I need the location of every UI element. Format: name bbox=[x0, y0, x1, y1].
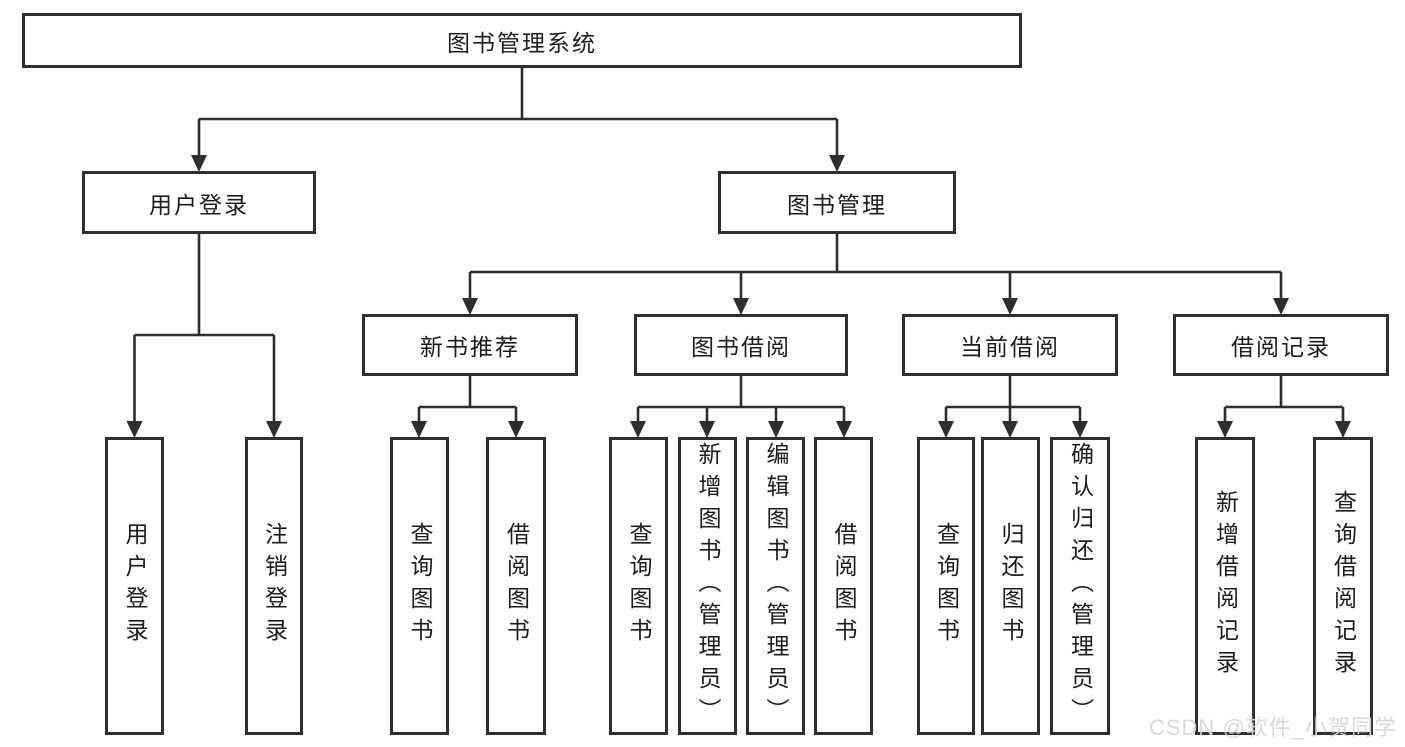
node-label: 图书管理 bbox=[787, 191, 887, 218]
leaf-query-borrow-record: 查询借阅记录 bbox=[1313, 437, 1373, 735]
leaf-edit-books-admin: 编辑图书（管理员） bbox=[746, 437, 805, 735]
leaf-query-books: 查询图书 bbox=[390, 437, 449, 735]
node-label: 图书借阅 bbox=[691, 334, 791, 360]
node-label: 查询图书 bbox=[626, 522, 652, 650]
leaf-user-login: 用户登录 bbox=[105, 437, 164, 735]
node-label: 新增借阅记录 bbox=[1212, 490, 1239, 682]
leaf-confirm-return-admin: 确认归还（管理员） bbox=[1050, 437, 1110, 735]
node-label: 注销登录 bbox=[261, 522, 288, 650]
node-label: 查询借阅记录 bbox=[1330, 490, 1357, 682]
node-label: 确认归还（管理员） bbox=[1067, 442, 1094, 730]
leaf-borrow-books: 借阅图书 bbox=[814, 437, 873, 735]
node-borrowing-records: 借阅记录 bbox=[1173, 314, 1389, 376]
arrowhead-icons bbox=[126, 155, 1351, 438]
node-current-borrowing: 当前借阅 bbox=[902, 314, 1118, 376]
leaf-return-books: 归还图书 bbox=[981, 437, 1040, 735]
node-label: 查询图书 bbox=[933, 522, 960, 650]
leaf-add-books-admin: 新增图书（管理员） bbox=[678, 437, 737, 735]
node-library-system: 图书管理系统 bbox=[22, 13, 1022, 68]
node-book-management: 图书管理 bbox=[718, 171, 956, 234]
csdn-watermark: CSDN @软件_小贺同学 bbox=[1148, 715, 1397, 740]
node-book-borrowing: 图书借阅 bbox=[634, 314, 848, 376]
leaf-add-borrow-record: 新增借阅记录 bbox=[1195, 437, 1255, 735]
node-label: 编辑图书（管理员） bbox=[763, 442, 789, 730]
node-label: 借阅图书 bbox=[831, 522, 857, 650]
node-label: 借阅记录 bbox=[1231, 334, 1331, 360]
leaf-query-books: 查询图书 bbox=[609, 437, 668, 735]
leaf-query-books: 查询图书 bbox=[917, 437, 975, 735]
node-label: 当前借阅 bbox=[960, 334, 1060, 360]
node-label: 新增图书（管理员） bbox=[695, 442, 721, 730]
node-label: 用户登录 bbox=[149, 191, 249, 218]
node-label: 借阅图书 bbox=[503, 522, 530, 650]
leaf-logout: 注销登录 bbox=[245, 437, 303, 735]
node-label: 图书管理系统 bbox=[447, 29, 597, 56]
node-label: 查询图书 bbox=[407, 522, 433, 650]
node-label: 归还图书 bbox=[998, 522, 1024, 650]
node-label: 新书推荐 bbox=[420, 334, 520, 360]
node-label: 用户登录 bbox=[122, 522, 148, 650]
node-user-login: 用户登录 bbox=[82, 171, 316, 234]
node-new-book-recommendation: 新书推荐 bbox=[362, 314, 578, 376]
leaf-borrow-books: 借阅图书 bbox=[486, 437, 546, 735]
